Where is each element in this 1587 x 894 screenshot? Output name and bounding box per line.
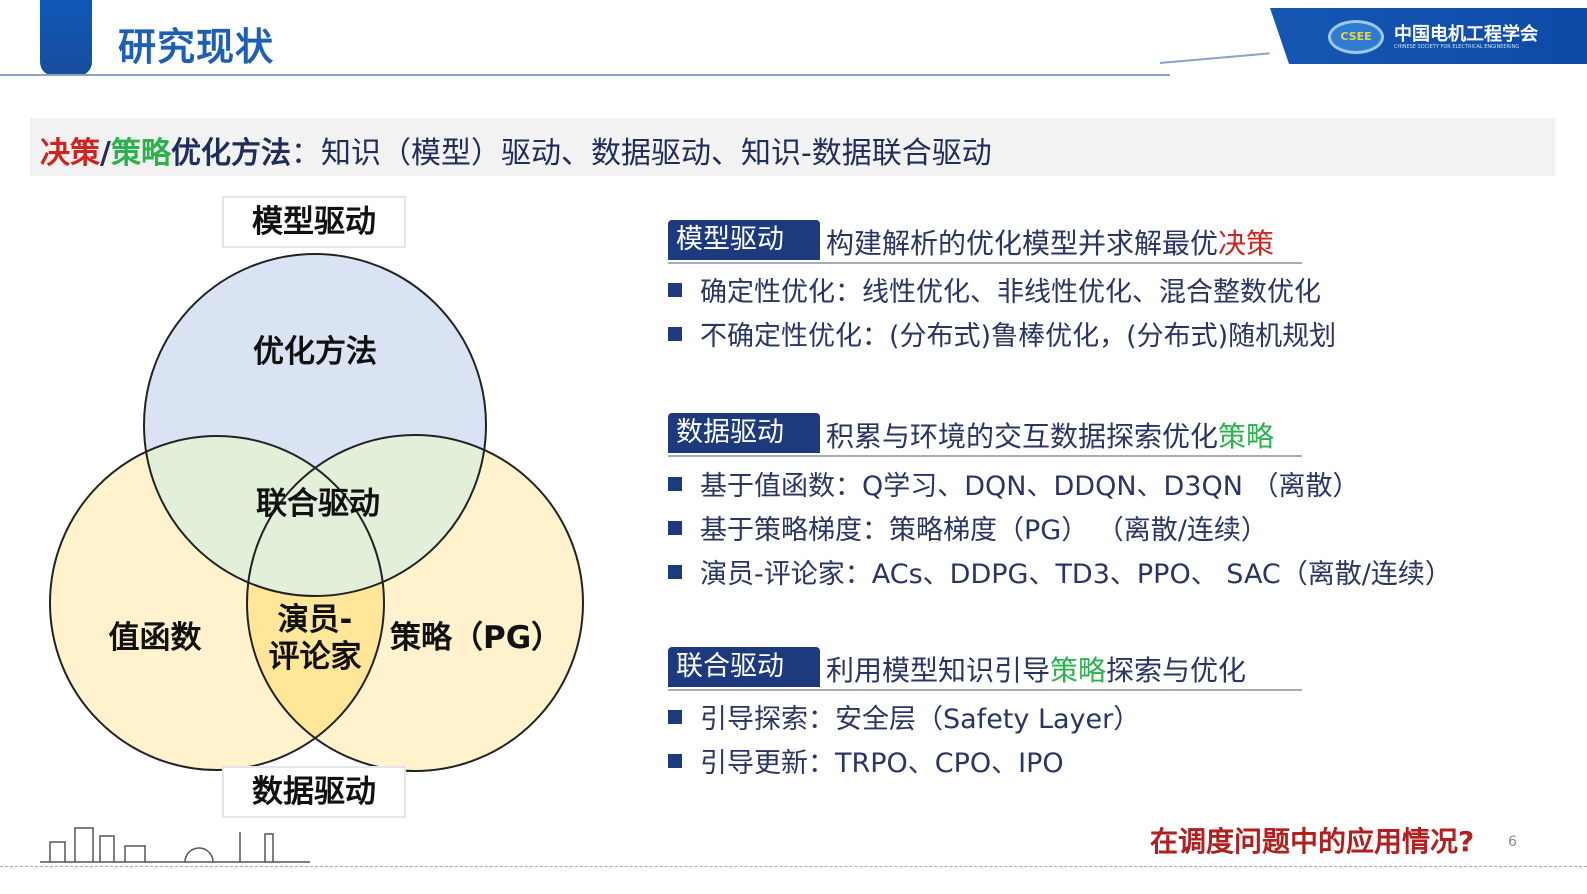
subtitle-strategy: 策略 [110,136,171,171]
section-label-model: 模型驱动 [668,220,820,260]
bullet-square-icon [668,327,682,341]
bullet-square-icon [668,521,682,535]
actor-critic-line2: 评论家 [268,639,362,676]
heading-text: 利用模型知识引导 [826,654,1051,687]
section-divider [668,689,1302,691]
logo-subtitle: CHINESE SOCIETY FOR ELECTRICAL ENGINEERI… [1394,44,1520,50]
section-divider [668,455,1302,457]
heading-text: 积累与环境的交互数据探索优化 [826,420,1219,453]
subtitle-bar [30,118,1555,176]
list-item-text: 基于策略梯度：策略梯度（PG） （离散/连续） [700,515,1268,546]
list-item-text: 演员-评论家：ACs、DDPG、TD3、PPO、 SAC（离散/连续） [700,559,1452,590]
bullet-square-icon [668,710,682,724]
logo-text: 中国电机工程学会 [1394,24,1538,45]
list-item-text: 引导更新：TRPO、CPO、IPO [700,748,1064,779]
bullet-square-icon [668,283,682,297]
list-item: 不确定性优化：(分布式)鲁棒优化，(分布式)随机规划 [668,314,1336,353]
section-label-joint: 联合驱动 [668,647,820,687]
venn-label-value-function: 值函数 [108,620,202,656]
heading-accent: 策略 [1218,420,1275,453]
section-divider [668,262,1302,264]
heading-text: 构建解析的优化模型并求解最优 [826,227,1219,260]
page-number: 6 [1508,834,1517,850]
list-item: 演员-评论家：ACs、DDPG、TD3、PPO、 SAC（离散/连续） [668,552,1452,591]
section-heading-data: 积累与环境的交互数据探索优化策略 [826,415,1274,455]
list-item: 基于策略梯度：策略梯度（PG） （离散/连续） [668,508,1268,547]
subtitle: 决策/策略优化方法：知识（模型）驱动、数据驱动、知识-数据联合驱动 [40,128,992,172]
title-divider [0,74,1170,76]
list-item: 确定性优化：线性优化、非线性优化、混合整数优化 [668,270,1321,309]
actor-critic-line1: 演员- [277,602,353,638]
city-skyline-icon [40,827,310,863]
heading-accent: 决策 [1218,227,1275,260]
footer-divider [0,866,1587,867]
venn-label-policy-gradient: 策略（PG） [390,620,563,656]
page-title: 研究现状 [118,25,275,69]
list-item: 基于值函数：Q学习、DQN、DDQN、D3QN （离散） [668,464,1360,503]
bullet-square-icon [668,754,682,768]
title-divider-slant [1159,52,1270,64]
list-item: 引导更新：TRPO、CPO、IPO [668,741,1064,780]
list-item-text: 不确定性优化：(分布式)鲁棒优化，(分布式)随机规划 [700,321,1337,352]
list-item: 引导探索：安全层（Safety Layer） [668,697,1140,736]
list-item-text: 引导探索：安全层（Safety Layer） [700,704,1141,735]
venn-label-joint: 联合驱动 [256,486,380,522]
venn-diagram [40,253,584,863]
heading-tail: 探索与优化 [1106,654,1247,687]
heading-accent: 策略 [1050,654,1107,687]
data-driven-box: 数据驱动 [222,766,406,818]
logo-banner [1270,8,1587,64]
venn-label-optimization: 优化方法 [253,334,377,370]
list-item-text: 基于值函数：Q学习、DQN、DDQN、D3QN （离散） [700,471,1360,502]
subtitle-decision: 决策 [40,136,100,171]
model-driven-box: 模型驱动 [222,196,406,248]
closing-question: 在调度问题中的应用情况? [1150,825,1475,858]
section-label-data: 数据驱动 [668,413,820,453]
subtitle-slash: / [100,136,111,171]
csee-logo-icon: CSEE [1328,20,1384,54]
bullet-square-icon [668,477,682,491]
subtitle-rest: ：知识（模型）驱动、数据驱动、知识-数据联合驱动 [290,136,992,171]
subtitle-method: 优化方法 [170,136,291,171]
section-heading-joint: 利用模型知识引导策略探索与优化 [826,649,1246,689]
list-item-text: 确定性优化：线性优化、非线性优化、混合整数优化 [700,277,1321,308]
venn-label-actor-critic: 演员-评论家 [255,602,375,676]
bullet-square-icon [668,565,682,579]
title-accent-tab [40,0,92,76]
section-heading-model: 构建解析的优化模型并求解最优决策 [826,222,1274,262]
